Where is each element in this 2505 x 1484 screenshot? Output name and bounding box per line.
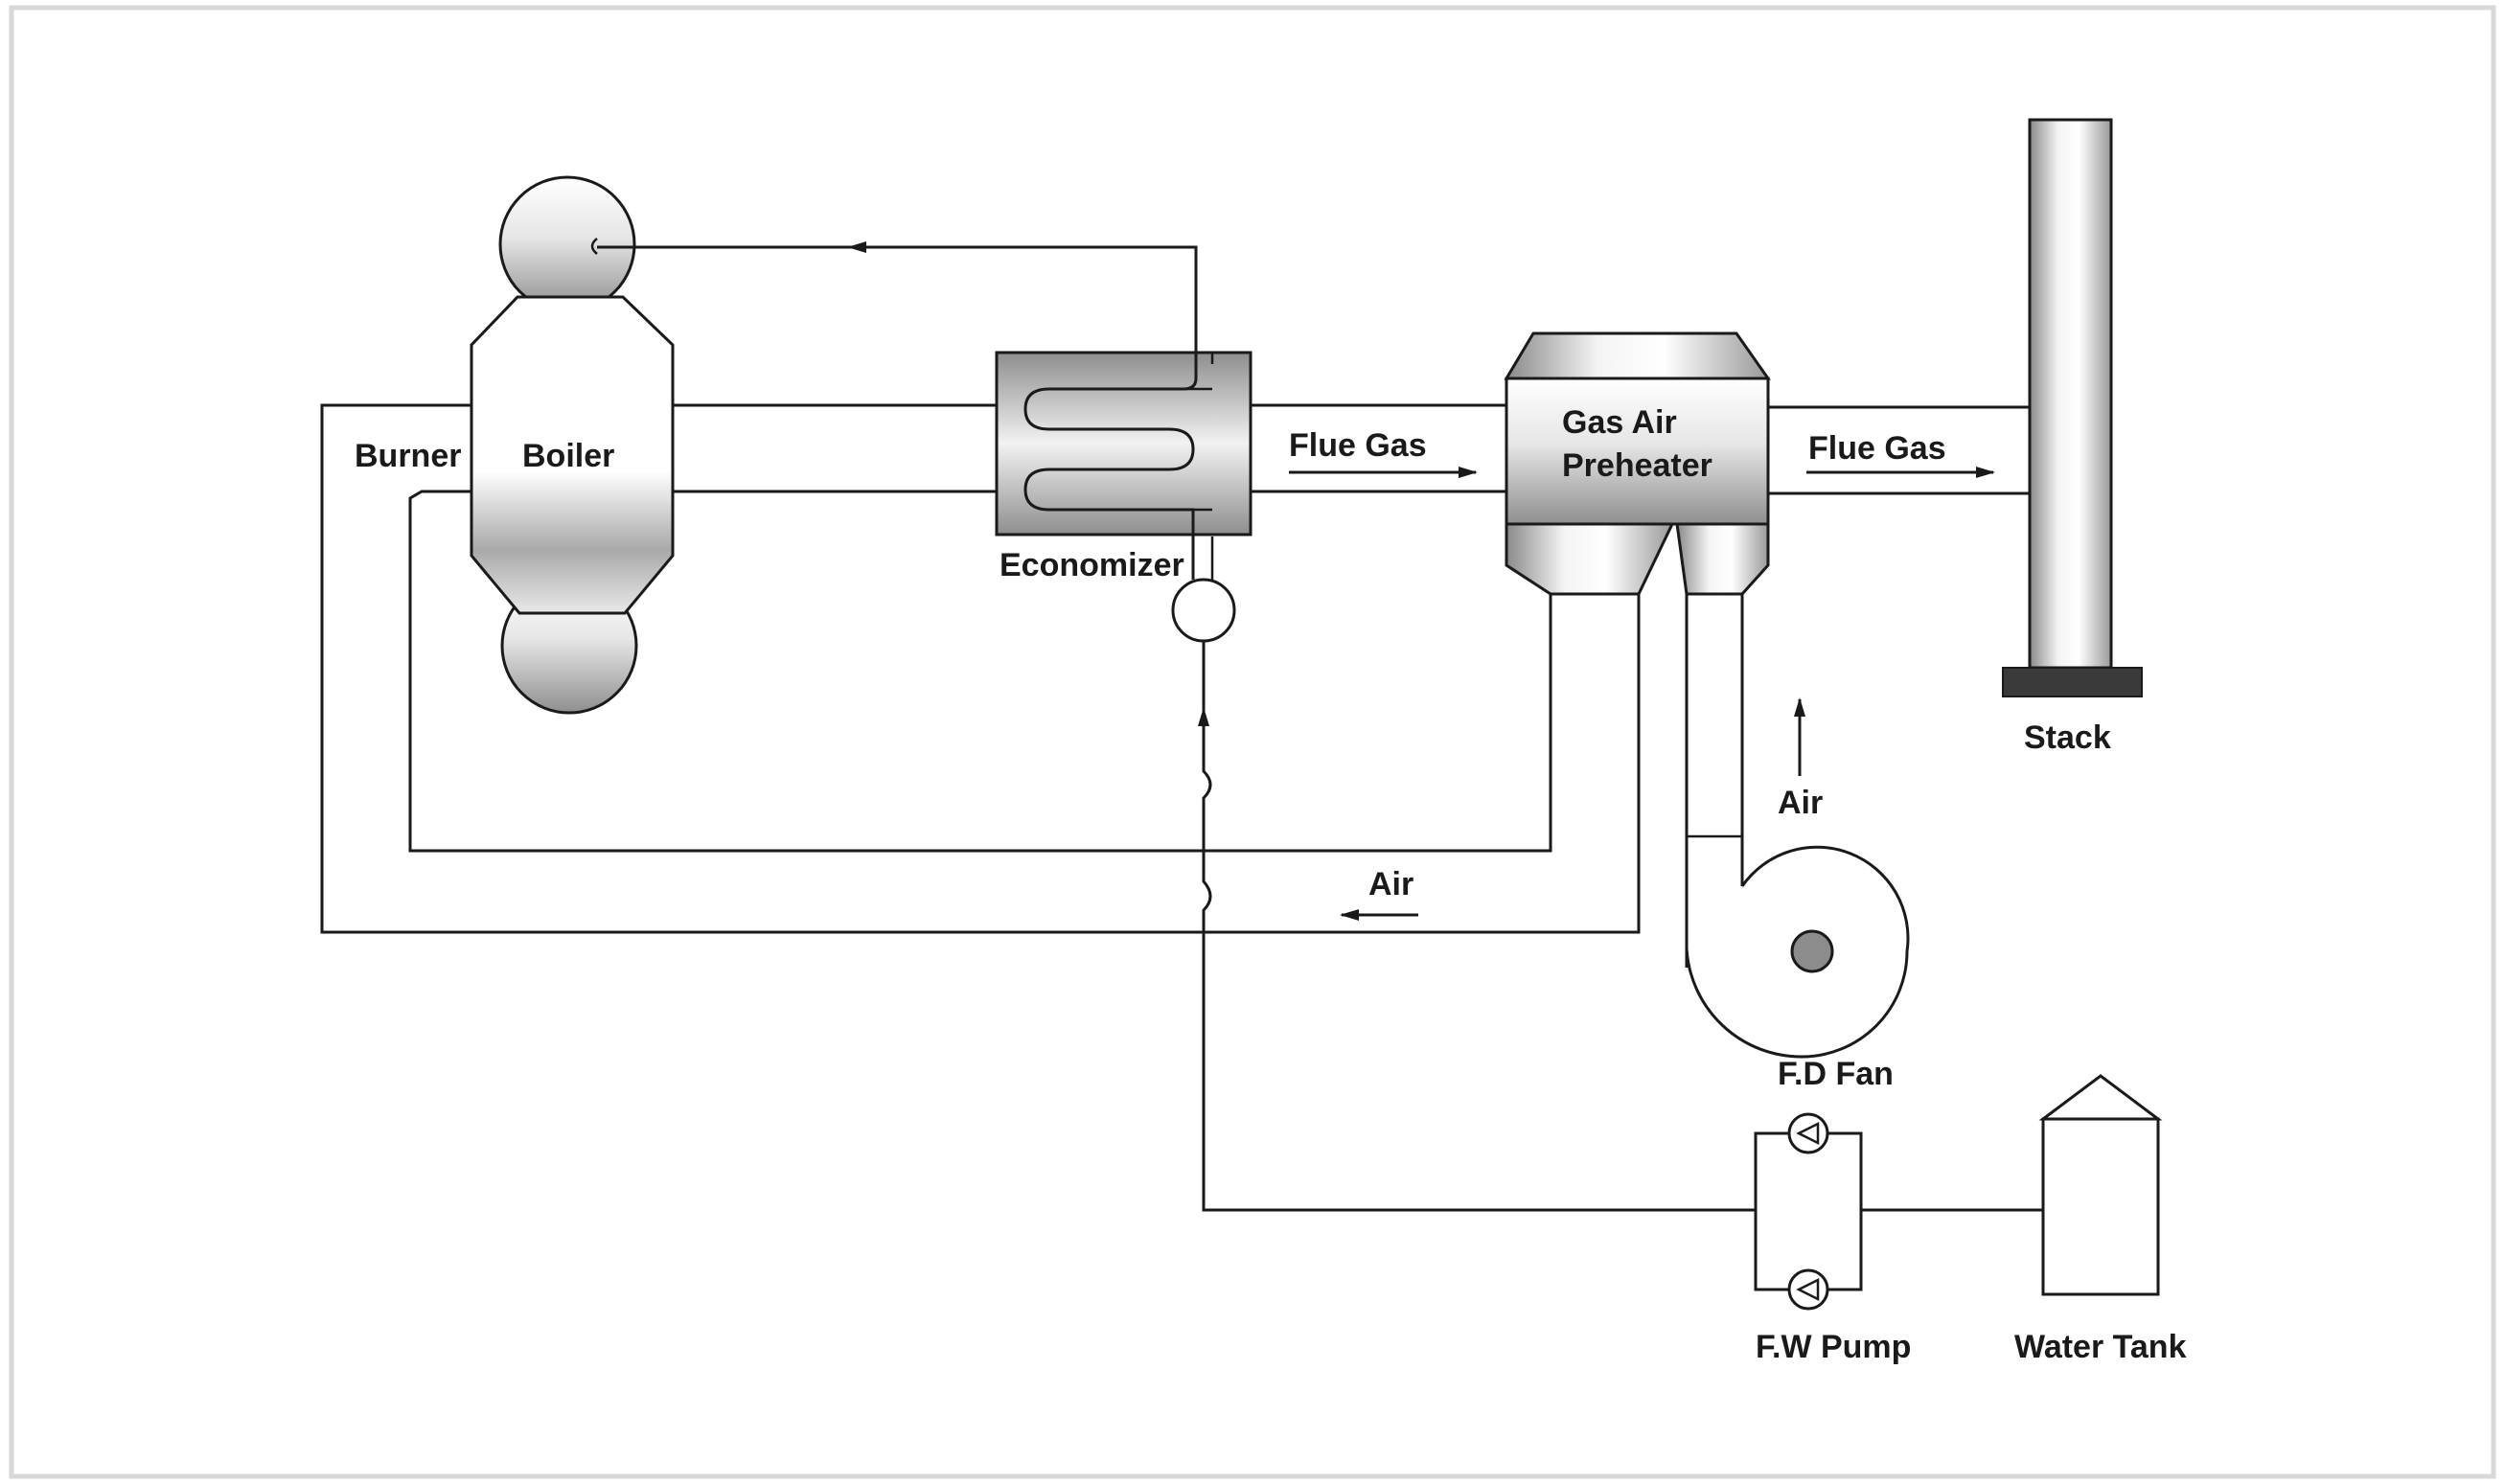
fw-pump: [1754, 1112, 1863, 1311]
economizer: [995, 351, 1252, 643]
feedwater-valve-circle: [1171, 578, 1236, 643]
water-tank-label: Water Tank: [2014, 1329, 2187, 1365]
air-ducts: [320, 403, 1641, 934]
stack-label: Stack: [2024, 719, 2111, 756]
feedwater-line: [1202, 641, 1756, 1212]
stack-base: [2002, 667, 2143, 697]
fw-pump-label: F.W Pump: [1756, 1329, 1911, 1365]
stack-chimney: [2028, 118, 2113, 670]
fan-inlet-duct: [1685, 594, 1744, 968]
preheater-right-hopper: [1675, 522, 1770, 596]
preheater-left-hopper: [1505, 522, 1675, 596]
steam-drum: [498, 175, 636, 313]
fan-hub: [1790, 929, 1834, 973]
air-up-label: Air: [1778, 785, 1823, 821]
tank-body: [2041, 1117, 2160, 1296]
flue-gas-duct: [673, 403, 2030, 495]
gas-air-preheater: [1504, 331, 1771, 596]
fd-fan: [1685, 594, 1910, 1059]
gas-air-preheater-label-2: Preheater: [1562, 447, 1712, 484]
flue-gas-label-2: Flue Gas: [1808, 430, 1946, 467]
fd-fan-label: F.D Fan: [1778, 1056, 1894, 1092]
boiler: [470, 175, 675, 715]
economizer-housing: [995, 351, 1252, 537]
economizer-coil: [1023, 353, 1198, 580]
preheater-top-hood: [1504, 331, 1771, 380]
pump-upper: [1787, 1112, 1829, 1154]
economizer-label: Economizer: [1000, 547, 1184, 583]
economizer-to-drum-pipe: [597, 245, 1198, 353]
preheater-body: [1505, 377, 1770, 526]
fan-casing: [1685, 845, 1910, 1059]
pump-manifold: [1754, 1131, 1863, 1291]
flue-gas-label-1: Flue Gas: [1289, 427, 1427, 464]
burner-label: Burner: [355, 438, 461, 474]
boiler-label: Boiler: [522, 438, 614, 474]
furnace-body: [470, 295, 675, 615]
stack: [2002, 118, 2143, 697]
outer-frame: [9, 5, 2496, 1479]
tank-roof: [2038, 1074, 2163, 1121]
steam-drum-inlet-mark: [590, 238, 598, 255]
pump-lower: [1787, 1268, 1829, 1311]
water-tank: [2038, 1074, 2163, 1296]
gas-air-preheater-label-1: Gas Air: [1562, 404, 1677, 441]
air-left-label: Air: [1368, 866, 1413, 902]
